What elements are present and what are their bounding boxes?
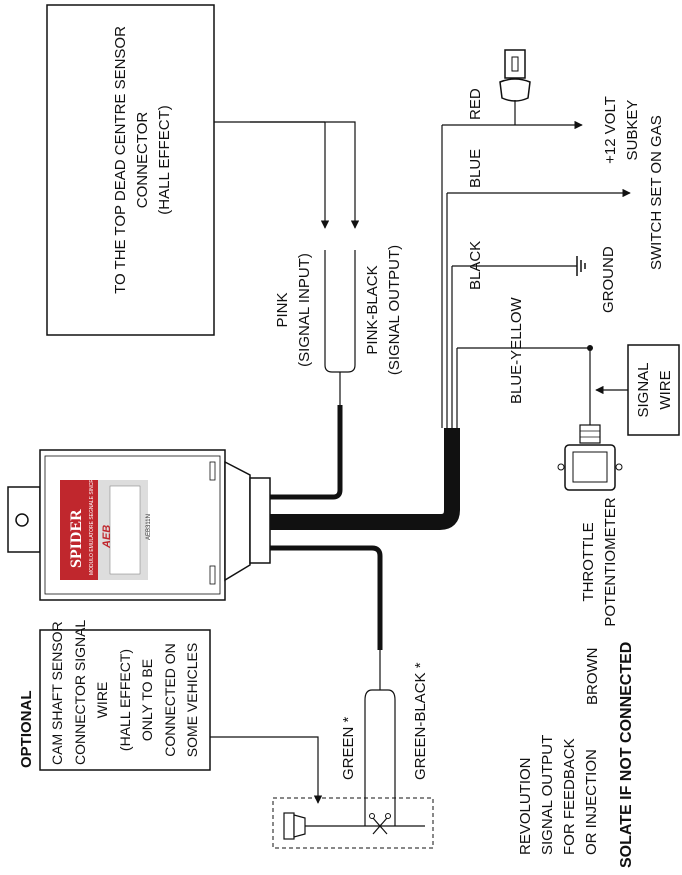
cam-sensor-box — [39, 629, 211, 771]
subkey-connector-icon — [499, 49, 531, 125]
green-pair — [364, 689, 396, 826]
brown-wire-label: BROWN — [584, 647, 601, 706]
pink-black-label: PINK-BLACK (SIGNAL OUTPUT) — [364, 244, 403, 376]
black-wire-label: BLACK — [467, 240, 484, 290]
tdc-sensor-text: TO THE TOP DEAD CENTRE SENSOR CONNECTOR … — [112, 26, 173, 294]
isolate-warning: SOLATE IF NOT CONNECTED — [618, 641, 635, 868]
optional-dashed-box — [272, 797, 434, 849]
signal-wire-box — [627, 344, 680, 436]
tdc-sensor-box — [46, 4, 215, 336]
spider-module — [7, 449, 271, 601]
throttle-potentiometer-icon — [557, 424, 623, 491]
blue-wire-label: BLUE — [467, 148, 484, 188]
cam-connector-icon — [283, 812, 306, 840]
pink-label: PINK (SIGNAL INPUT) — [274, 253, 313, 367]
device-subtitle: MODULO EMULATORE SEGNALE SINCRONISMO — [89, 458, 95, 575]
subkey-label: +12 VOLT SUBKEY — [602, 96, 641, 164]
pink-pair-lower — [324, 250, 356, 373]
signal-wire-text: SIGNAL WIRE — [635, 362, 674, 418]
main-cable — [270, 428, 460, 530]
device-code: AEB311N — [146, 514, 152, 540]
optional-title: OPTIONAL — [18, 690, 35, 769]
scissors-icon — [369, 813, 391, 835]
green-cable — [270, 545, 383, 650]
red-wire-label: RED — [467, 88, 484, 120]
device-logo: AEB — [101, 524, 113, 548]
green-wire-label: GREEN * — [340, 716, 357, 780]
device-brand: SPIDER — [68, 509, 85, 568]
blue-yellow-wire-label: BLUE-YELLOW — [508, 297, 525, 404]
ground-icon — [576, 256, 586, 276]
throttle-label: THROTTLE POTENTIOMETER — [580, 497, 619, 627]
pink-black-wire — [250, 121, 360, 229]
green-black-wire-label: GREEN-BLACK * — [412, 662, 429, 780]
device-label-red — [60, 480, 98, 580]
pink-cable — [270, 405, 343, 500]
cam-wire — [210, 736, 323, 804]
cam-sensor-text: CAM SHAFT SENSOR CONNECTOR SIGNAL WIRE (… — [49, 619, 200, 765]
revolution-label: REVOLUTION SIGNAL OUTPUT FOR FEEDBACK OR… — [517, 734, 600, 855]
ground-label: GROUND — [600, 246, 617, 313]
switch-set-on-gas-label: SWITCH SET ON GAS — [648, 115, 665, 270]
